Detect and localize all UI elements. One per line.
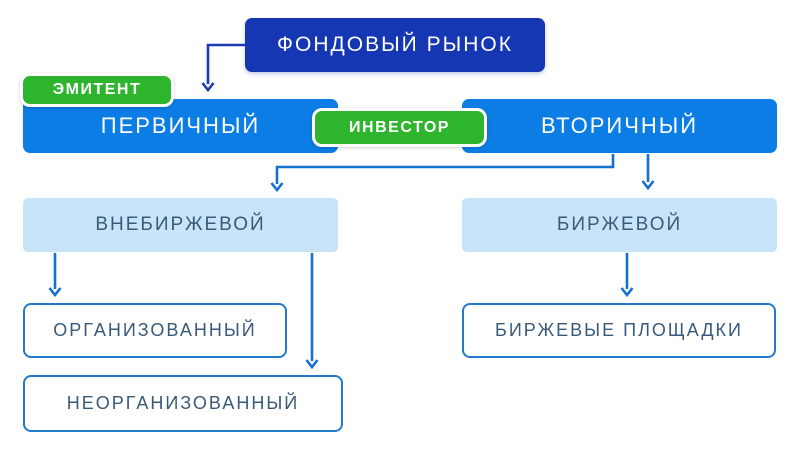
- secondary-market-box: ВТОРИЧНЫЙ: [462, 99, 777, 153]
- primary-market-box: ПЕРВИЧНЫЙ: [23, 99, 338, 153]
- secondary-market-label: ВТОРИЧНЫЙ: [540, 113, 699, 138]
- arrow-exchange-to-platforms: [620, 253, 634, 298]
- exchange-market-box: БИРЖЕВОЙ: [462, 198, 777, 252]
- arrow-otc-to-unorganized: [305, 253, 319, 370]
- investor-badge-label: ИНВЕСТОР: [349, 118, 450, 136]
- exchange-platforms-box: БИРЖЕВЫЕ ПЛОЩАДКИ: [462, 303, 776, 358]
- arrow-otc-to-organized: [48, 253, 62, 298]
- exchange-platforms-label: БИРЖЕВЫЕ ПЛОЩАДКИ: [495, 320, 743, 340]
- otc-market-label: ВНЕБИРЖЕВОЙ: [95, 214, 266, 235]
- primary-market-label: ПЕРВИЧНЫЙ: [100, 113, 261, 138]
- issuer-badge-label: ЭМИТЕНТ: [52, 81, 142, 98]
- stock-market-title-label: ФОНДОВЫЙ РЫНОК: [277, 33, 513, 56]
- organized-market-box: ОРГАНИЗОВАННЫЙ: [23, 303, 287, 358]
- otc-market-box: ВНЕБИРЖЕВОЙ: [23, 198, 338, 252]
- arrow-secondary-to-otc: [270, 154, 615, 193]
- arrow-title-to-primary: [201, 43, 245, 93]
- organized-market-label: ОРГАНИЗОВАННЫЙ: [53, 320, 257, 340]
- exchange-market-label: БИРЖЕВОЙ: [556, 214, 683, 235]
- issuer-badge: ЭМИТЕНТ: [20, 73, 174, 107]
- unorganized-market-box: НЕОРГАНИЗОВАННЫЙ: [23, 375, 343, 432]
- investor-badge: ИНВЕСТОР: [312, 108, 487, 147]
- stock-market-title-box: ФОНДОВЫЙ РЫНОК: [245, 18, 545, 72]
- arrow-secondary-to-exchange: [641, 154, 655, 191]
- unorganized-market-label: НЕОРГАНИЗОВАННЫЙ: [66, 393, 300, 413]
